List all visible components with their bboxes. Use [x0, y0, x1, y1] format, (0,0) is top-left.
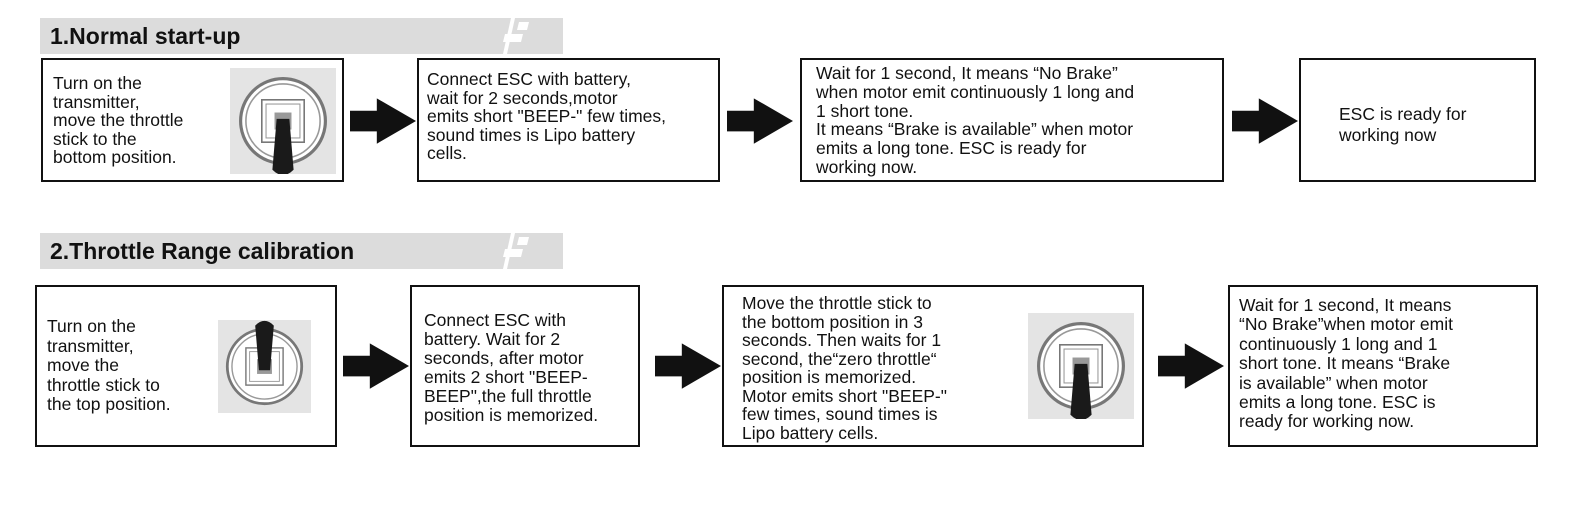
- normal-startup-step-3: Wait for 1 second, It means “No Brake” w…: [800, 58, 1224, 182]
- right-arrow-icon: [655, 343, 721, 389]
- section-title-text: 2.Throttle Range calibration: [50, 238, 355, 264]
- right-arrow-icon: [1232, 98, 1298, 144]
- throttle-stick-bottom-icon: [1028, 313, 1134, 419]
- right-arrow-icon: [350, 98, 416, 144]
- section-title-throttle-calibration: 2.Throttle Range calibration: [40, 233, 563, 269]
- right-arrow-icon: [343, 343, 409, 389]
- normal-startup-step-1: Turn on the transmitter, move the thrott…: [41, 58, 344, 182]
- calibration-step-1: Turn on the transmitter, move the thrott…: [35, 285, 337, 447]
- step-text: Connect ESC with battery, wait for 2 sec…: [427, 69, 667, 163]
- normal-startup-step-2: Connect ESC with battery, wait for 2 sec…: [417, 58, 720, 182]
- section-title-text: 1.Normal start-up: [50, 23, 241, 49]
- step-text: Wait for 1 second, It means “No Brake” w…: [816, 63, 1135, 177]
- right-arrow-icon: [727, 98, 793, 144]
- calibration-step-3: Move the throttle stick to the bottom po…: [722, 285, 1144, 447]
- step-text: Move the throttle stick to the bottom po…: [742, 293, 947, 443]
- step-text: Connect ESC with battery. Wait for 2 sec…: [424, 310, 599, 425]
- title-decoration-icon: [503, 18, 529, 54]
- normal-startup-step-4: ESC is ready for working now: [1299, 58, 1536, 182]
- right-arrow-icon: [1158, 343, 1224, 389]
- throttle-stick-bottom-icon: [230, 68, 336, 174]
- step-text: Turn on the transmitter, move the thrott…: [53, 73, 184, 167]
- step-text: Turn on the transmitter, move the thrott…: [47, 316, 171, 414]
- throttle-stick-top-icon: [218, 320, 311, 413]
- calibration-step-2: Connect ESC with battery. Wait for 2 sec…: [410, 285, 640, 447]
- title-decoration-icon: [503, 233, 529, 269]
- calibration-step-4: Wait for 1 second, It means “No Brake”wh…: [1228, 285, 1538, 447]
- section-title-normal-startup: 1.Normal start-up: [40, 18, 563, 54]
- step-text: ESC is ready for working now: [1339, 104, 1467, 145]
- step-text: Wait for 1 second, It means “No Brake”wh…: [1239, 295, 1453, 432]
